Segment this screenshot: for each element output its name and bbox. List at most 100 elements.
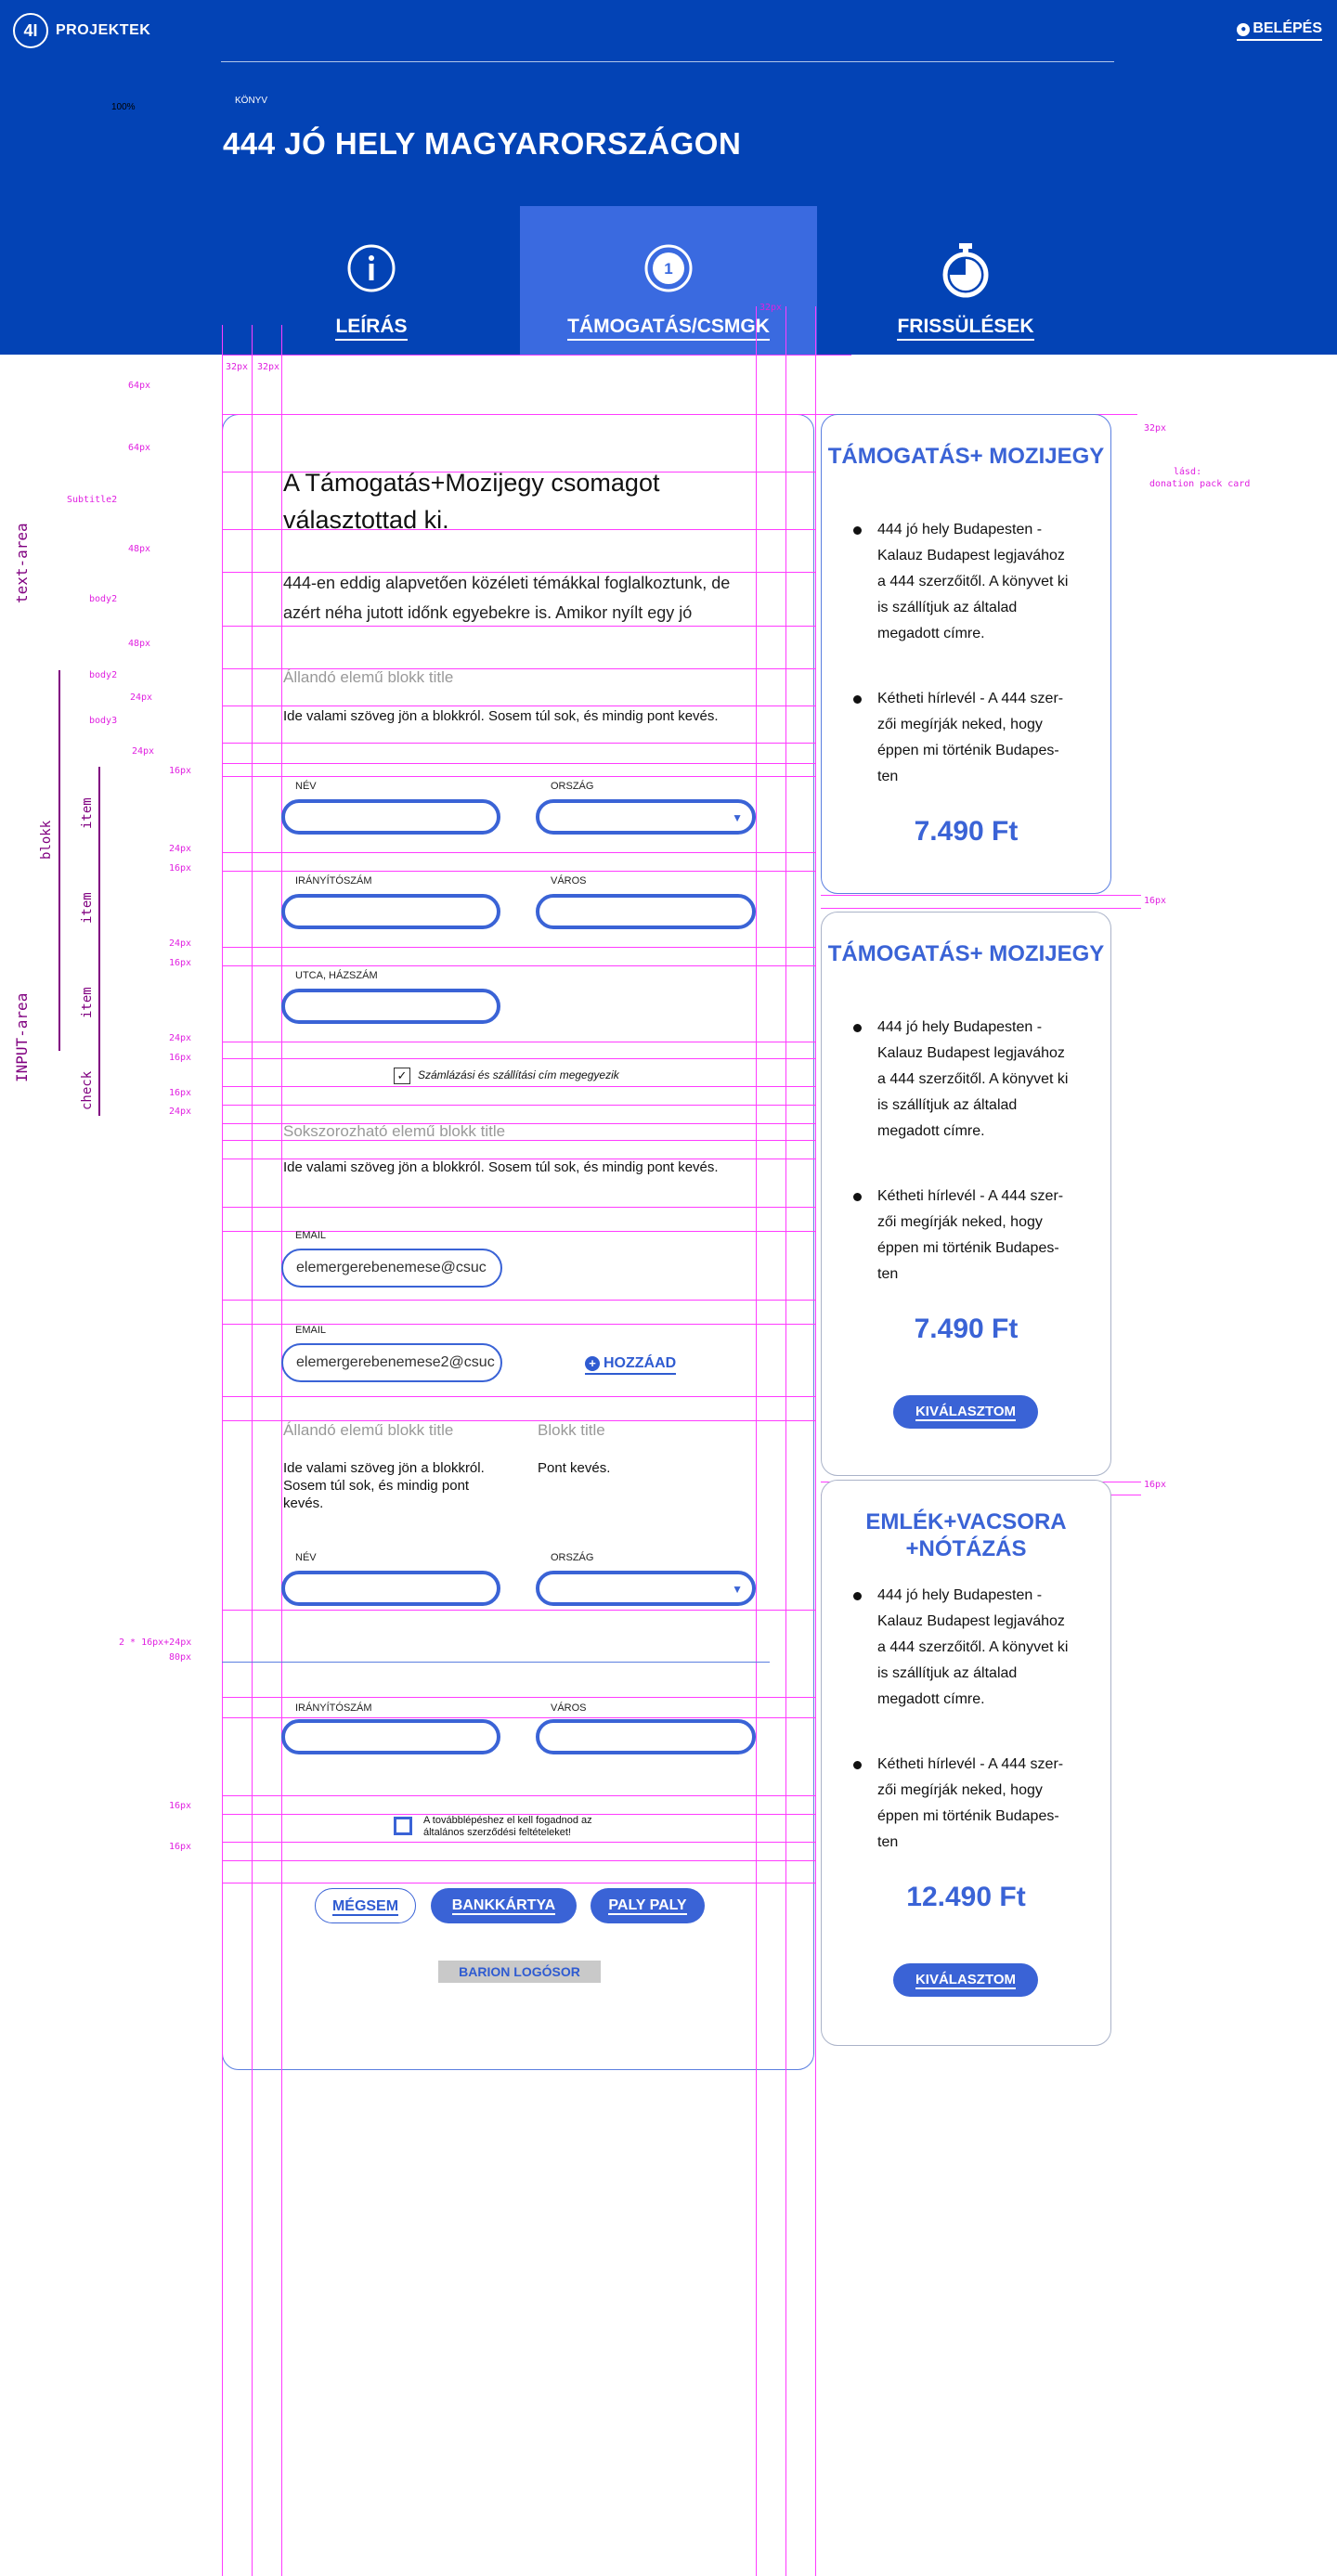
tab-description[interactable]: LEÍRÁS — [223, 206, 520, 355]
type-annotation: Subtitle2 — [67, 495, 118, 505]
spacing-annotation: 16px — [1144, 896, 1167, 906]
spacing-annotation: 16px — [169, 1801, 192, 1811]
spacing-annotation: 32px — [226, 362, 249, 372]
country-label: ORSZÁG — [551, 781, 594, 792]
select-pack-button[interactable]: KIVÁLASZTOM — [893, 1395, 1038, 1429]
paypal-button[interactable]: PALY PALY — [591, 1888, 705, 1923]
donation-pack-card[interactable]: TÁMOGATÁS+ MOZIJEGY 444 jó hely Budapest… — [821, 912, 1111, 1476]
name-label: NÉV — [295, 1552, 317, 1563]
name-label: NÉV — [295, 781, 317, 792]
guide-h — [821, 895, 1141, 896]
spacing-annotation: 48px — [128, 639, 151, 649]
city-input[interactable] — [536, 1719, 756, 1754]
logo-icon[interactable]: 4I — [13, 13, 48, 48]
same-address-label: Számlázási és szállítási cím megegyezik — [418, 1068, 619, 1082]
guide-h — [222, 1105, 816, 1106]
pack-price: 7.490 Ft — [914, 816, 1019, 847]
name-input[interactable] — [281, 1571, 500, 1606]
guide-h — [222, 1717, 816, 1718]
guide-v — [815, 306, 816, 2576]
guide-h — [222, 776, 816, 777]
spacing-annotation: 24px — [130, 693, 153, 703]
guide-h — [222, 1860, 816, 1861]
zip-input[interactable] — [281, 894, 500, 929]
guide-h — [222, 1795, 816, 1796]
guide-h — [222, 1324, 816, 1325]
checkbox-checked-icon[interactable]: ✓ — [394, 1068, 410, 1084]
block-text: Ide valami szöveg jön a blokkról. Sosem … — [283, 1159, 719, 1175]
pack-price: 7.490 Ft — [914, 1314, 1019, 1344]
guide-h — [222, 1207, 816, 1208]
guide-h — [222, 414, 1137, 415]
guide-h — [222, 1086, 816, 1087]
info-icon — [346, 243, 396, 298]
block-title: Blokk title — [538, 1421, 605, 1439]
country-select[interactable]: ▼ — [536, 1571, 756, 1606]
checkbox-unchecked-icon[interactable] — [394, 1817, 412, 1835]
area-annotation: item — [80, 797, 95, 829]
block-text: Pont kevés. — [538, 1460, 611, 1476]
pack-price: 12.490 Ft — [906, 1882, 1026, 1912]
tab-description-label: LEÍRÁS — [335, 316, 408, 341]
city-input[interactable] — [536, 894, 756, 929]
guide-h — [222, 529, 816, 530]
tab-updates[interactable]: FRISSÜLÉSEK — [817, 206, 1114, 355]
terms-row[interactable]: A továbblépéshez el kell fogadnod az ált… — [394, 1815, 635, 1839]
cancel-label: MÉGSEM — [331, 1898, 399, 1916]
tab-support[interactable]: 1 TÁMOGATÁS/CSMGK — [520, 206, 817, 355]
area-annotation: item — [80, 987, 95, 1018]
type-annotation: body2 — [89, 670, 118, 680]
barion-logo-row: BARION LOGÓSOR — [438, 1961, 601, 1983]
pack-feature: Kétheti hírlevél - A 444 szer-zői megírj… — [851, 686, 1074, 790]
stopwatch-icon — [941, 243, 991, 304]
street-input[interactable] — [281, 989, 500, 1024]
guide-v — [281, 325, 282, 2576]
page-title: 444 JÓ HELY MAGYARORSZÁGON — [223, 126, 742, 161]
zip-label: IRÁNYÍTÓSZÁM — [295, 875, 372, 887]
form-heading: A Támogatás+Mozijegy csomagot választott… — [283, 469, 660, 534]
same-address-row[interactable]: ✓ Számlázási és szállítási cím megegyezik — [394, 1068, 619, 1084]
email-input[interactable]: elemergerebenemese@csuc — [281, 1249, 502, 1288]
select-label: KIVÁLASZTOM — [915, 1972, 1017, 1989]
donation-pack-card[interactable]: TÁMOGATÁS+ MOZIJEGY 444 jó hely Budapest… — [821, 414, 1111, 894]
pack-feature: 444 jó hely Budapesten - Kalauz Budapest… — [851, 517, 1074, 647]
pack-feature: Kétheti hírlevél - A 444 szer-zői megírj… — [851, 1752, 1074, 1856]
spacing-annotation: 2 * 16px+24px — [119, 1638, 192, 1648]
email-input[interactable]: elemergerebenemese2@csuc — [281, 1343, 502, 1382]
note-annotation: lásd: — [1174, 467, 1202, 477]
chevron-down-icon: ▼ — [732, 811, 743, 824]
pack-feature-list: 444 jó hely Budapesten - Kalauz Budapest… — [851, 517, 1074, 829]
country-select[interactable]: ▼ — [536, 799, 756, 835]
add-email-button[interactable]: +HOZZÁAD — [585, 1355, 677, 1375]
guide-v — [252, 325, 253, 2576]
note-annotation: donation pack card — [1149, 479, 1251, 489]
email-label: EMAIL — [295, 1325, 327, 1336]
zip-input[interactable] — [281, 1719, 500, 1754]
bracket-line — [98, 767, 100, 1116]
login-link[interactable]: ●BELÉPÉS — [1237, 20, 1322, 41]
spacing-annotation: 32px — [257, 362, 280, 372]
guide-h — [222, 852, 816, 853]
area-annotation: item — [80, 892, 95, 924]
guide-h — [222, 1697, 816, 1698]
select-pack-button[interactable]: KIVÁLASZTOM — [893, 1963, 1038, 1997]
donation-pack-card[interactable]: EMLÉK+VACSORA +NÓTÁZÁS 444 jó hely Budap… — [821, 1480, 1111, 2046]
spacing-annotation: 24px — [132, 746, 155, 757]
city-label: VÁROS — [551, 875, 587, 887]
cancel-button[interactable]: MÉGSEM — [315, 1888, 416, 1923]
kicker-label: KÖNYV — [235, 96, 268, 106]
guide-h — [222, 1396, 816, 1397]
spacing-annotation: 16px — [169, 1088, 192, 1098]
guide-h — [222, 1058, 816, 1059]
add-label: HOZZÁAD — [604, 1355, 677, 1371]
guide-h — [222, 355, 851, 356]
card-payment-button[interactable]: BANKKÁRTYA — [431, 1888, 577, 1923]
name-input[interactable] — [281, 799, 500, 835]
pack-feature: Kétheti hírlevél - A 444 szer-zői megírj… — [851, 1184, 1074, 1288]
paypal-label: PALY PALY — [608, 1897, 687, 1915]
person-icon: ● — [1237, 23, 1251, 36]
guide-h — [222, 1123, 816, 1124]
tab-support-label: TÁMOGATÁS/CSMGK — [567, 316, 770, 341]
brand-name[interactable]: PROJEKTEK — [56, 22, 151, 38]
street-label: UTCA, HÁZSZÁM — [295, 970, 378, 981]
